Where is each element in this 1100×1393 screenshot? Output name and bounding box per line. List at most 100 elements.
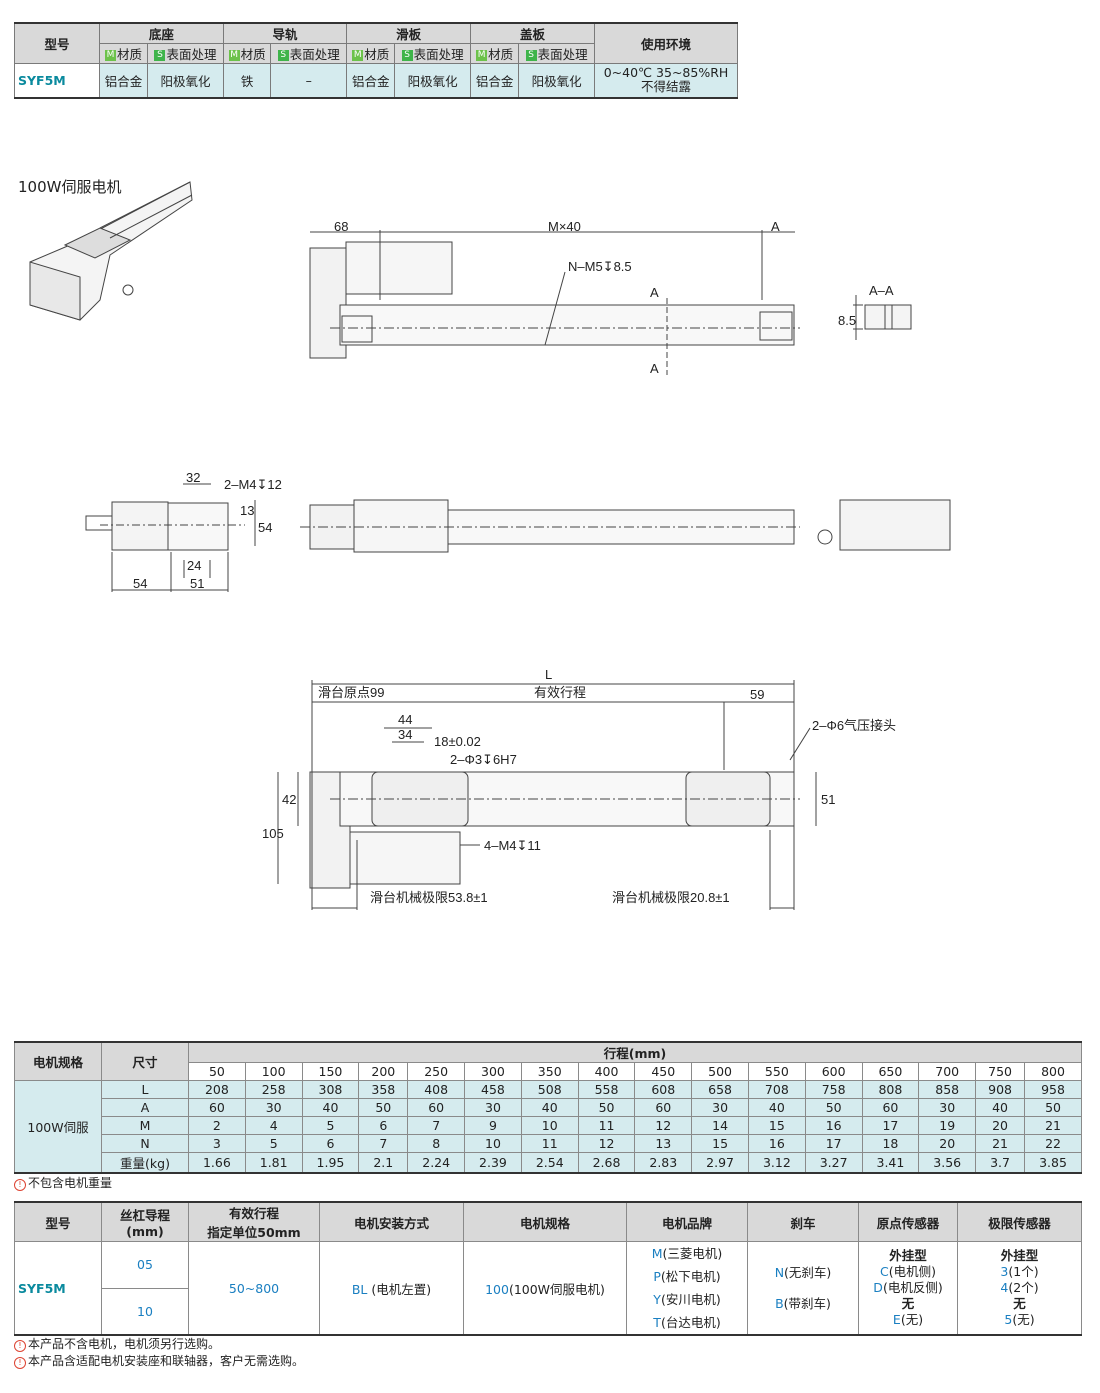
stroke-header: 150 [301, 1062, 360, 1081]
dim-8-5: 8.5 [838, 313, 856, 328]
dim-68: 68 [334, 219, 348, 234]
dimension-value: 7 [407, 1116, 466, 1135]
surface-label: 表面处理 [166, 47, 217, 62]
dimension-value: 11 [520, 1134, 579, 1153]
dimension-value: 30 [918, 1098, 977, 1117]
stroke-header: 800 [1024, 1062, 1082, 1081]
dimension-value: 10 [520, 1116, 579, 1135]
surface-label: 表面处理 [537, 47, 588, 62]
dim-32: 32 [186, 470, 200, 485]
dimension-value: 308 [301, 1080, 360, 1099]
size-label: N [101, 1134, 189, 1153]
dimension-value: 2.24 [407, 1152, 466, 1174]
dimension-value: 60 [861, 1098, 920, 1117]
dimension-value: 458 [464, 1080, 522, 1099]
product-isometric-image [29, 181, 193, 321]
size-label: 重量(kg) [101, 1152, 189, 1174]
dimension-value: 60 [634, 1098, 693, 1117]
dimension-value: 18 [861, 1134, 920, 1153]
bottom-view [277, 680, 817, 910]
dimension-value: 16 [747, 1134, 806, 1153]
stroke-header: 600 [804, 1062, 863, 1081]
dim-54-vertical: 54 [258, 520, 272, 535]
dimension-value: 208 [188, 1080, 246, 1099]
dimension-value: 2.54 [520, 1152, 579, 1174]
stroke-header: 300 [464, 1062, 522, 1081]
dimension-value: 408 [407, 1080, 466, 1099]
order-table: 型号 丝杠导程(mm) 有效行程指定单位50mm 电机安装方式 电机规格 电机品… [14, 1201, 1082, 1336]
dimension-value: 20 [918, 1134, 977, 1153]
dim-a-top: A [771, 219, 780, 234]
dimension-value: 15 [691, 1134, 749, 1153]
dimension-value: 858 [918, 1080, 977, 1099]
dimension-value: 8 [407, 1134, 466, 1153]
section-mark-a-bottom: A [650, 361, 659, 376]
dim-51-vertical: 51 [821, 792, 835, 807]
dimension-value: 2.1 [358, 1152, 409, 1174]
dimension-value: 17 [861, 1116, 920, 1135]
stroke-header: 50 [188, 1062, 246, 1081]
col-size: 尺寸 [101, 1041, 189, 1081]
spec-cell: 阳极氧化 [518, 63, 595, 99]
section-aa-label: A–A [869, 283, 894, 298]
stroke-header: 550 [747, 1062, 806, 1081]
dimension-value: 40 [747, 1098, 806, 1117]
dimension-value: 3 [188, 1134, 246, 1153]
stroke-header: 350 [520, 1062, 579, 1081]
dimension-value: 11 [577, 1116, 636, 1135]
dim-2-m4-12: 2–M4↧12 [224, 477, 282, 492]
spec-cell: 铝合金 [470, 63, 520, 99]
dim-origin-99: 滑台原点99 [318, 685, 384, 700]
limit-sensor-options: 外挂型 3(1个) 4(2个) 无 5(无) [957, 1241, 1082, 1336]
dimension-value: 40 [520, 1098, 579, 1117]
order-note-1: !本产品不含电机，电机须另行选购。 [14, 1335, 220, 1352]
dim-34: 34 [398, 727, 412, 742]
dim-59: 59 [750, 687, 764, 702]
dimension-value: 3.41 [861, 1152, 920, 1174]
dimension-value: 5 [301, 1116, 360, 1135]
dimension-value: 358 [358, 1080, 409, 1099]
stroke-range: 50~800 [188, 1241, 320, 1336]
mount-option: BL (电机左置) [319, 1241, 464, 1336]
dimension-value: 14 [691, 1116, 749, 1135]
dimension-value: 558 [577, 1080, 636, 1099]
brand-options: M(三菱电机) P(松下电机) Y(安川电机) T(台达电机) [626, 1241, 748, 1336]
col-stroke: 有效行程指定单位50mm [188, 1201, 320, 1242]
lead-10: 10 [101, 1287, 189, 1336]
spec-cell: 铝合金 [346, 63, 396, 99]
dimension-value: 50 [1024, 1098, 1082, 1117]
material-label: 材质 [240, 47, 266, 62]
dimension-value: 3.12 [747, 1152, 806, 1174]
top-view [309, 230, 912, 375]
dimension-value: 708 [747, 1080, 806, 1099]
dim-limit-53-8: 滑台机械极限53.8±1 [370, 890, 488, 905]
dim-105: 105 [262, 826, 284, 841]
dimension-value: 30 [244, 1098, 303, 1117]
material-label: 材质 [488, 47, 514, 62]
surface-label: 表面处理 [413, 47, 464, 62]
col-limit-sensor: 极限传感器 [957, 1201, 1082, 1242]
dim-L: L [545, 667, 552, 682]
dimension-value: 7 [358, 1134, 409, 1153]
end-view [85, 483, 256, 592]
dimension-value: 21 [975, 1134, 1026, 1153]
dimension-value: 3.85 [1024, 1152, 1082, 1174]
lead-05: 05 [101, 1241, 189, 1289]
dimension-value: 808 [861, 1080, 920, 1099]
dim-44: 44 [398, 712, 412, 727]
brake-options: N(无刹车) B(带刹车) [747, 1241, 859, 1336]
weight-note: !不包含电机重量 [14, 1174, 112, 1191]
dimension-value: 30 [464, 1098, 522, 1117]
size-label: L [101, 1080, 189, 1099]
surface-label: 表面处理 [289, 47, 340, 62]
col-model: 型号 [14, 1201, 102, 1242]
dim-effective-stroke: 有效行程 [534, 685, 586, 700]
dimension-value: 19 [918, 1116, 977, 1135]
col-motor-spec: 电机规格 [14, 1041, 102, 1081]
size-label: M [101, 1116, 189, 1135]
stroke-header: 500 [691, 1062, 749, 1081]
dim-4-m4-11: 4–M4↧11 [484, 838, 541, 853]
